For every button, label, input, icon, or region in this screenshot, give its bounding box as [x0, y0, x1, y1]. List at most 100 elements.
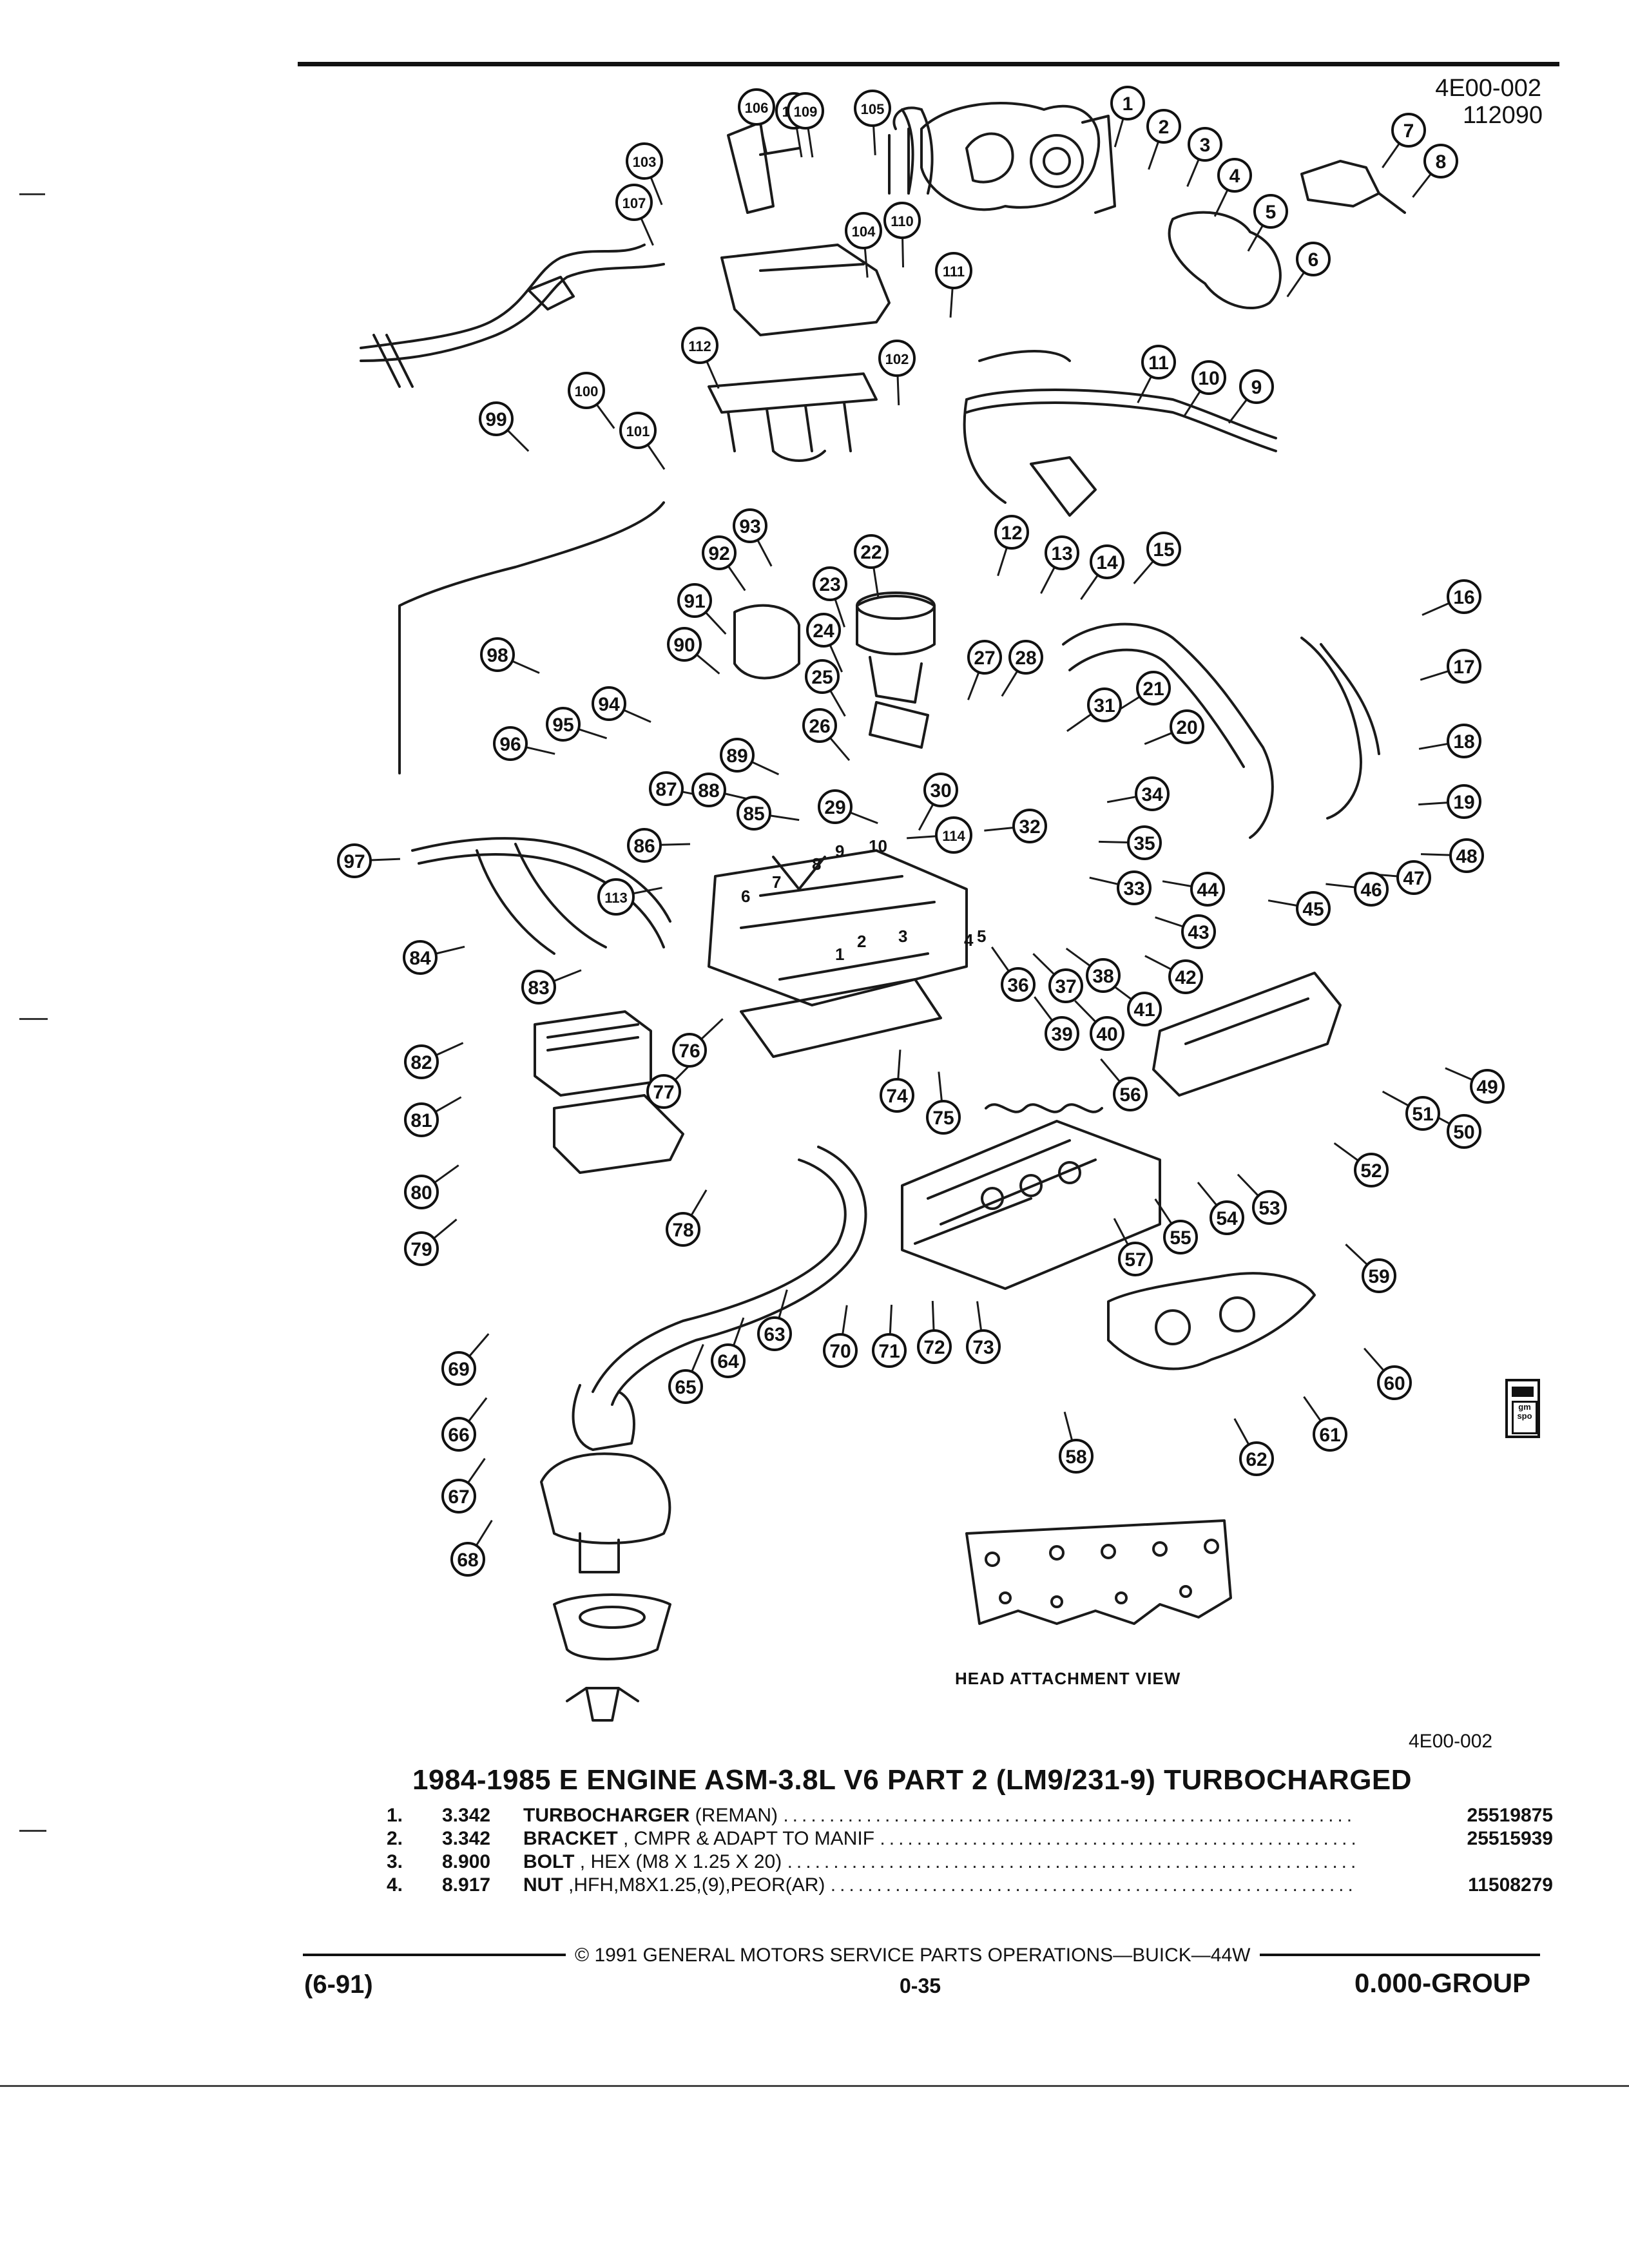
callout-113: 113	[597, 878, 635, 916]
callout-circle	[667, 627, 702, 662]
leader-line	[704, 611, 727, 635]
leader-line	[1382, 1090, 1409, 1107]
callout-circle	[521, 970, 556, 1004]
callout-label: 42	[1175, 967, 1196, 988]
leader-line	[1155, 916, 1184, 928]
callout-label: 68	[457, 1550, 478, 1571]
fuel-rail-drawing	[708, 372, 878, 414]
callout-label: 67	[448, 1486, 469, 1508]
leader-line	[467, 1457, 486, 1484]
callout-label: 18	[1453, 731, 1474, 753]
callout-label: 111	[943, 264, 965, 280]
callout-20: 20	[1170, 709, 1204, 744]
callout-label: 23	[819, 574, 840, 595]
callout-76: 76	[672, 1033, 707, 1068]
callout-circle	[1217, 158, 1252, 193]
callout-11: 11	[1141, 345, 1176, 380]
callout-51: 51	[1405, 1096, 1440, 1131]
callout-circle	[1045, 535, 1079, 570]
callout-75: 75	[926, 1100, 961, 1135]
callout-7: 7	[1391, 113, 1426, 148]
callout-label: 20	[1176, 717, 1197, 738]
callout-label: 85	[743, 803, 764, 825]
dot-leader: ........................................…	[830, 1874, 1354, 1896]
callout-label: 76	[679, 1041, 700, 1062]
leader-line	[467, 1397, 488, 1423]
callout-102: 102	[878, 340, 916, 377]
callout-105: 105	[854, 90, 891, 127]
leader-line	[1268, 899, 1298, 907]
callout-circle	[757, 1316, 792, 1351]
callout-82: 82	[404, 1044, 439, 1079]
leader-line	[1065, 947, 1091, 967]
callout-22: 22	[854, 534, 889, 569]
callout-label: 4	[1229, 166, 1240, 187]
callout-circle	[738, 88, 775, 126]
callout-label: 3	[1200, 135, 1211, 156]
callout-28: 28	[1008, 640, 1043, 675]
callout-label: 7	[1403, 120, 1414, 142]
revision-date: (6-91)	[304, 1970, 373, 1999]
pipe-17-drawing	[1300, 637, 1362, 820]
callout-67: 67	[441, 1479, 476, 1514]
callout-circle	[1296, 891, 1331, 926]
callout-circle	[1296, 242, 1331, 276]
callout-6: 6	[1296, 242, 1331, 276]
callout-label: 31	[1094, 695, 1115, 716]
callout-29: 29	[818, 789, 853, 824]
leader-line	[759, 124, 767, 153]
callout-circle	[872, 1333, 907, 1368]
callout-65: 65	[668, 1369, 703, 1404]
logo-bar	[1512, 1387, 1534, 1397]
callout-circle	[597, 878, 635, 916]
part-description: BOLT , HEX (M8 X 1.25 X 20) ............…	[523, 1850, 1354, 1874]
callout-97: 97	[337, 843, 372, 878]
leader-line	[1154, 1198, 1173, 1225]
callout-92: 92	[702, 535, 737, 570]
callout-40: 40	[1090, 1016, 1124, 1051]
callout-label: 83	[528, 977, 549, 999]
vacuum-line-drawing	[398, 501, 665, 774]
callout-101: 101	[619, 412, 657, 449]
leader-line	[907, 835, 937, 840]
callout-label: 101	[626, 423, 650, 439]
callout-label: 56	[1119, 1084, 1141, 1106]
callout-label: 92	[708, 543, 729, 564]
turbocharger-drawing	[901, 102, 1116, 214]
head-attachment-inset-drawing	[965, 1519, 1232, 1625]
leader-line	[595, 403, 615, 429]
callout-circle	[1141, 345, 1176, 380]
callout-circle	[1447, 1114, 1481, 1149]
leader-line	[976, 1301, 983, 1331]
leader-line	[468, 1333, 490, 1358]
leader-line	[1197, 1182, 1218, 1206]
callout-71: 71	[872, 1333, 907, 1368]
callout-label: 95	[552, 715, 574, 736]
callout-label: 27	[974, 648, 995, 669]
callout-label: 102	[885, 351, 909, 367]
callout-23: 23	[813, 566, 847, 601]
callout-30: 30	[923, 773, 958, 807]
leader-line	[1133, 560, 1154, 584]
harness-99-drawing	[360, 244, 646, 349]
callout-circle	[1048, 968, 1083, 1003]
callout-label: 52	[1360, 1160, 1382, 1182]
leader-line	[506, 429, 530, 452]
callout-circle	[883, 202, 921, 239]
callout-label: 71	[878, 1341, 900, 1362]
leader-line	[1418, 802, 1449, 806]
callout-21: 21	[1136, 671, 1171, 706]
callout-circle	[404, 1175, 439, 1209]
callout-circle	[1449, 838, 1484, 873]
callout-circle	[1118, 1242, 1153, 1276]
callout-49: 49	[1470, 1069, 1505, 1104]
leader-line	[650, 177, 663, 206]
callout-circle	[441, 1417, 476, 1452]
callout-62: 62	[1239, 1441, 1274, 1476]
callout-circle	[1354, 1153, 1389, 1187]
group-code: 3.342	[442, 1805, 491, 1826]
callout-53: 53	[1252, 1190, 1287, 1225]
callout-circle	[691, 773, 726, 807]
callout-circle	[1110, 86, 1145, 120]
